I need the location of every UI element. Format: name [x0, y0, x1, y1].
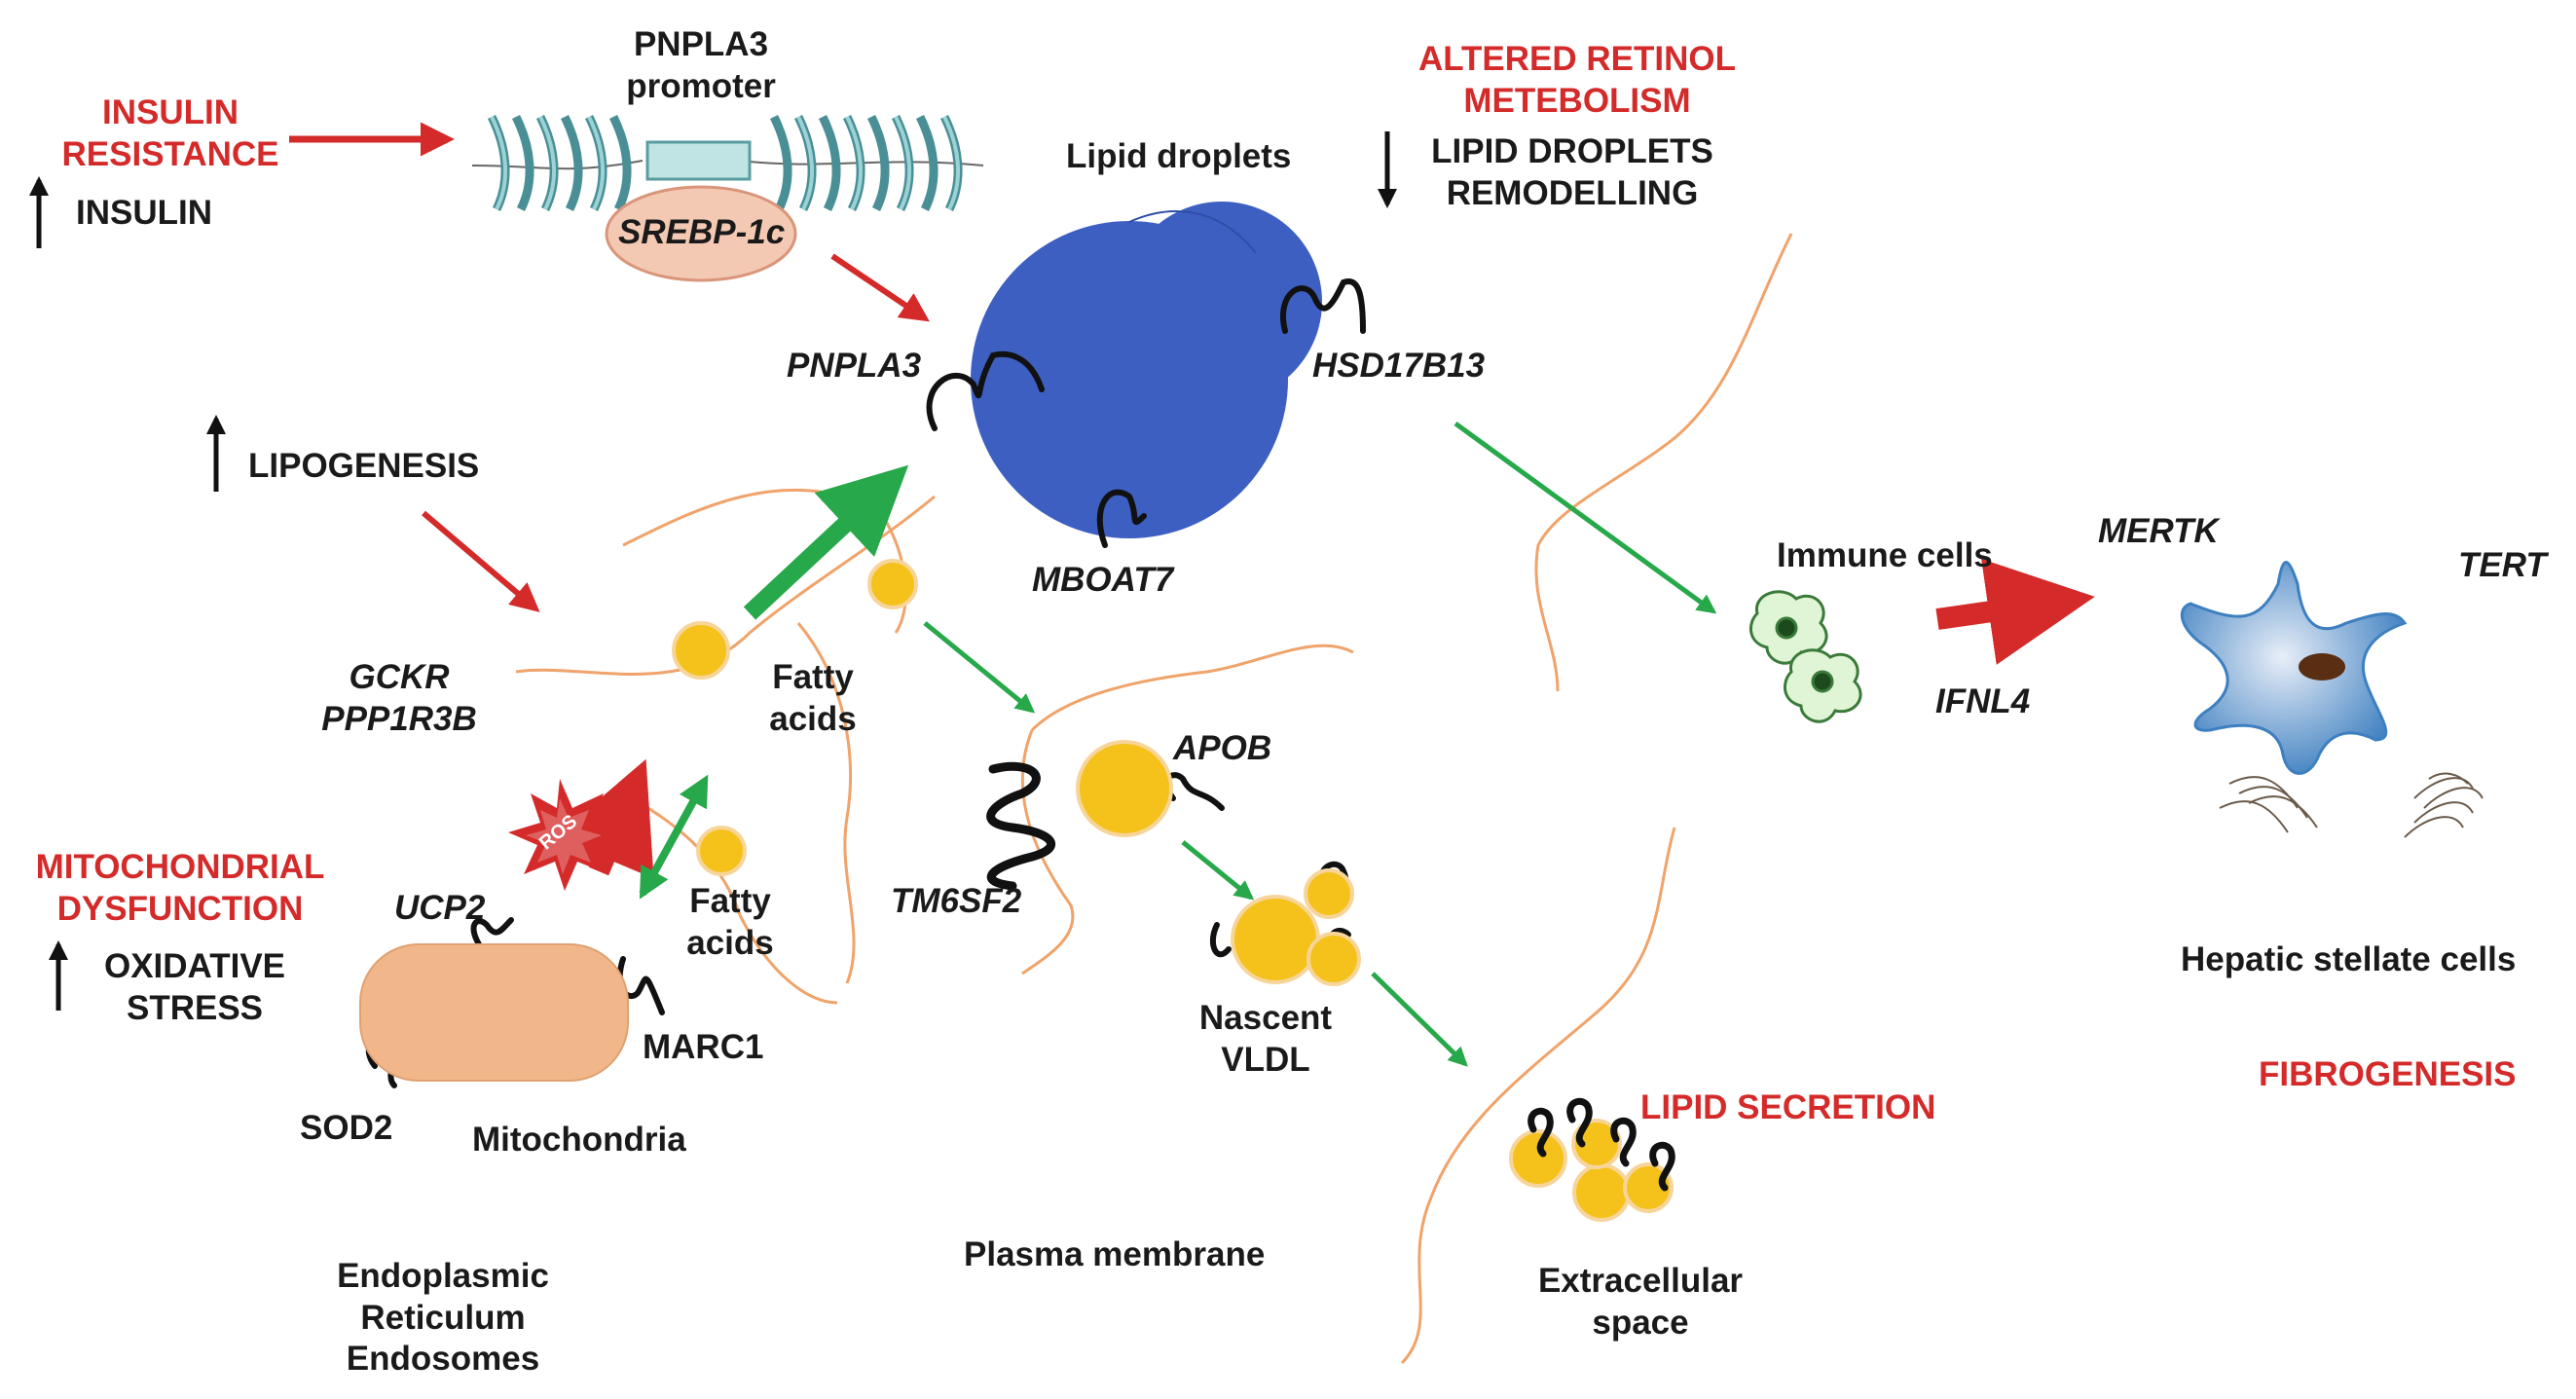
- label-extracellular-line2: space: [1592, 1303, 1689, 1342]
- immune-cells-shape: [1748, 590, 1862, 723]
- label-ld-remodelling-line2: REMODELLING: [1446, 173, 1699, 212]
- label-tert: TERT: [2458, 546, 2547, 584]
- arrow-vldl-secretion: [1371, 972, 1468, 1067]
- label-gckr: GCKR: [349, 658, 450, 696]
- tm6sf2-coil: [986, 761, 1056, 891]
- label-fatty-acids-2-line2: acids: [686, 923, 774, 962]
- label-er-line1: Endoplasmic: [337, 1257, 549, 1295]
- label-marc1: MARC1: [643, 1028, 764, 1066]
- label-srebp: SREBP-1c: [618, 213, 786, 251]
- lipid-droplet: [971, 202, 1322, 538]
- collagen-fibers: [2219, 772, 2484, 838]
- label-hepatic-stellate: Hepatic stellate cells: [2181, 940, 2517, 978]
- label-altered-retinol: ALTERED RETINOL METEBOLISM: [1373, 39, 1782, 122]
- label-er-line3: Endosomes: [346, 1340, 540, 1379]
- label-plasma-membrane: Plasma membrane: [964, 1235, 1266, 1273]
- label-immune-cells: Immune cells: [1777, 536, 1993, 574]
- pm-membrane: [1030, 644, 1354, 732]
- label-fatty-acids-2: Fatty acids: [672, 881, 789, 964]
- label-sod2: SOD2: [300, 1109, 393, 1147]
- label-fatty-acids-1-line1: Fatty: [772, 658, 854, 696]
- er-membrane-4: [738, 914, 838, 1005]
- label-altered-retinol-line1: ALTERED RETINOL: [1417, 40, 1736, 78]
- label-nascent-vldl-line2: VLDL: [1221, 1040, 1310, 1079]
- fatty-acid-droplets: [672, 559, 1674, 1222]
- label-pnpla3-promoter-line2: promoter: [626, 66, 776, 105]
- label-oxidative-stress: OXIDATIVE STRESS: [88, 946, 302, 1029]
- label-mito-dysfunction: MITOCHONDRIAL DYSFUNCTION: [15, 847, 346, 930]
- label-er-line2: Reticulum: [360, 1298, 526, 1337]
- label-ld-remodelling: LIPID DROPLETS REMODELLING: [1407, 131, 1738, 214]
- label-fatty-acids-1-line2: acids: [769, 699, 857, 738]
- arrow-apob-vldl: [1181, 840, 1255, 901]
- label-mitochondria: Mitochondria: [472, 1121, 686, 1159]
- label-hsd17b13: HSD17B13: [1312, 347, 1486, 385]
- arrow-fa-droplet: [743, 464, 909, 620]
- label-fatty-acids-2-line1: Fatty: [689, 882, 771, 920]
- label-mertk: MERTK: [2098, 512, 2219, 550]
- arrow-srebp-pnpla3: [830, 253, 930, 322]
- arrow-droplet-immune: [1454, 421, 1717, 614]
- srebp-ellipse: [605, 185, 797, 282]
- label-apob: APOB: [1173, 729, 1272, 767]
- black-arrows: [29, 131, 1397, 1011]
- arrow-fa-apob: [923, 621, 1036, 714]
- label-extracellular-line1: Extracellular: [1537, 1262, 1744, 1300]
- label-nascent-vldl: Nascent VLDL: [1183, 998, 1348, 1081]
- mitochondria-shape: [359, 943, 629, 1082]
- label-mito-dysfunction-line2: DYSFUNCTION: [56, 889, 304, 928]
- label-fibrogenesis: FIBROGENESIS: [2259, 1055, 2517, 1093]
- label-pnpla3-promoter: PNPLA3 promoter: [584, 24, 818, 107]
- label-oxidative-stress-line2: STRESS: [126, 988, 264, 1027]
- stellate-cell: [2180, 561, 2408, 775]
- label-insulin-resistance-line1: INSULIN: [102, 93, 239, 131]
- label-gckr-ppp1r3b: GCKR PPP1R3B: [302, 657, 497, 740]
- arrow-fa-mito: [639, 774, 709, 900]
- arrow-immune-stellate: [1935, 558, 2095, 665]
- label-pnpla3-promoter-line1: PNPLA3: [633, 25, 769, 63]
- label-ifnl4: IFNL4: [1935, 682, 2031, 720]
- label-extracellular: Extracellular space: [1504, 1261, 1777, 1344]
- green-arrows: [639, 421, 1717, 1067]
- secreted-squiggles: [1527, 1097, 1675, 1192]
- label-tm6sf2: TM6SF2: [891, 882, 1022, 920]
- dna-helix: [471, 114, 984, 212]
- ec-membrane: [1400, 827, 1676, 1365]
- arrow-lipogenesis: [422, 510, 540, 612]
- red-arrows: [289, 122, 2095, 879]
- arrow-ros: [555, 758, 654, 879]
- label-ucp2: UCP2: [394, 889, 486, 927]
- label-insulin: INSULIN: [76, 194, 212, 232]
- label-lipid-droplets: Lipid droplets: [1066, 137, 1292, 175]
- label-oxidative-stress-line1: OXIDATIVE: [103, 947, 286, 985]
- label-lipid-secretion: LIPID SECRETION: [1640, 1088, 1936, 1126]
- label-altered-retinol-line2: METEBOLISM: [1463, 81, 1691, 120]
- label-er: Endoplasmic Reticulum Endosomes: [312, 1256, 574, 1381]
- label-mboat7: MBOAT7: [1032, 561, 1174, 599]
- label-insulin-resistance-line2: RESISTANCE: [61, 134, 279, 173]
- label-fatty-acids-1: Fatty acids: [754, 657, 871, 740]
- ros-burst: [508, 779, 623, 891]
- label-ppp1r3b: PPP1R3B: [321, 699, 477, 738]
- label-insulin-resistance: INSULIN RESISTANCE: [58, 92, 282, 175]
- label-lipogenesis: LIPOGENESIS: [248, 447, 480, 485]
- label-pnpla3: PNPLA3: [787, 347, 922, 385]
- label-ld-remodelling-line1: LIPID DROPLETS: [1431, 132, 1713, 170]
- immune-membrane: [1534, 233, 1793, 692]
- label-mito-dysfunction-line1: MITOCHONDRIAL: [35, 848, 325, 886]
- label-nascent-vldl-line1: Nascent: [1198, 999, 1333, 1037]
- er-membrane-5: [796, 622, 856, 984]
